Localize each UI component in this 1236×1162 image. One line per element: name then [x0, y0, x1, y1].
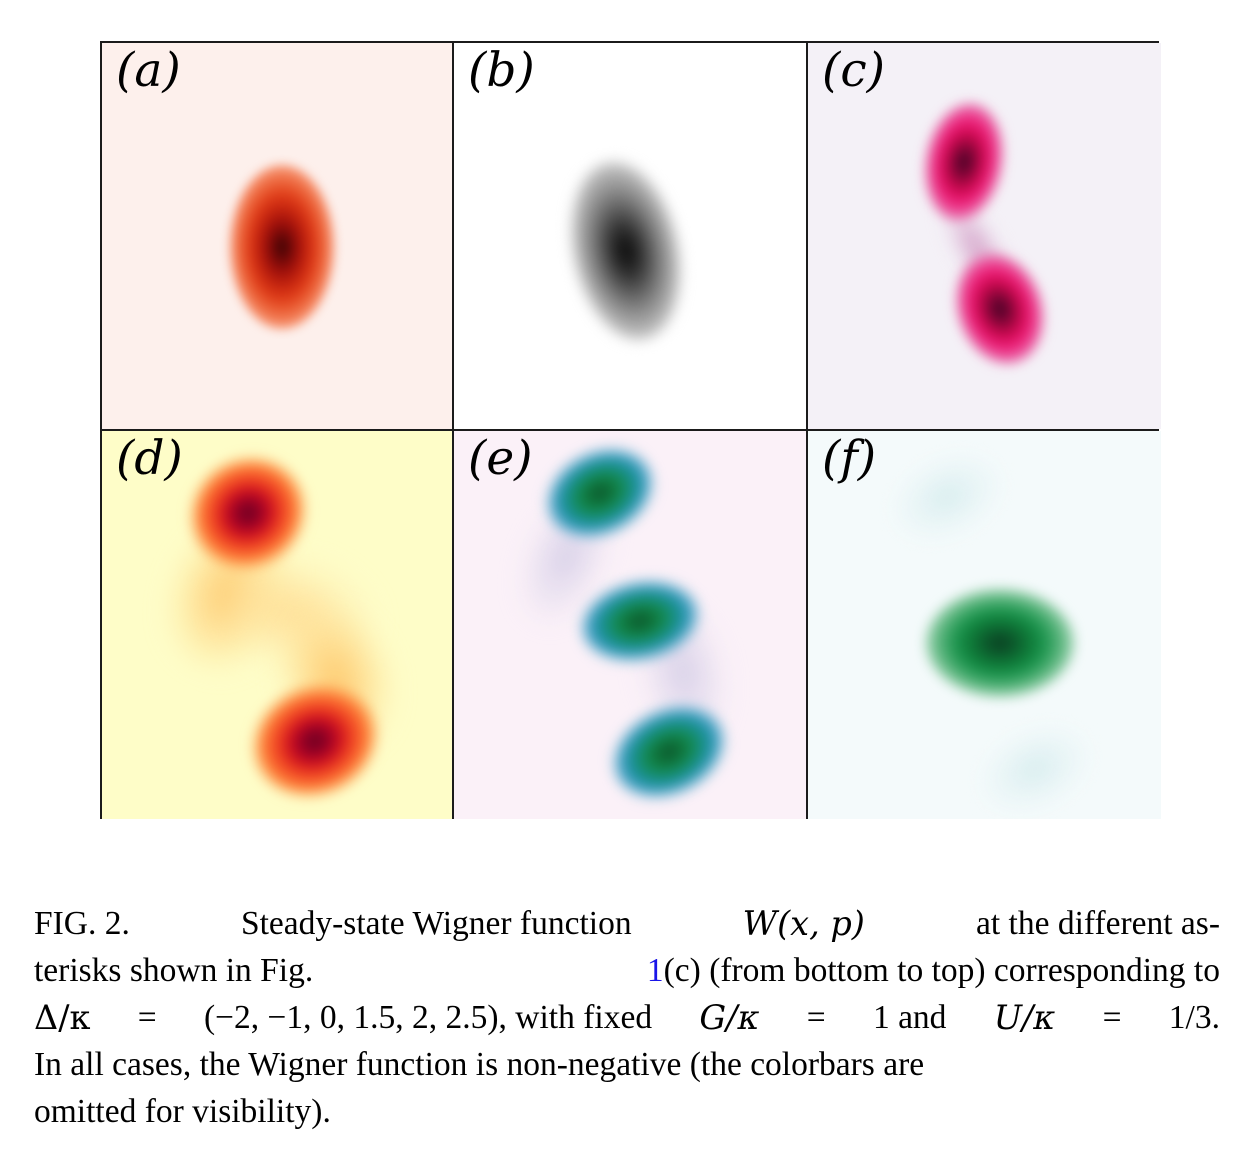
wigner-ridge-lower: [266, 597, 406, 761]
wigner-lobe-middle: [575, 571, 705, 671]
caption-text-3c: 1/3.: [1168, 999, 1220, 1036]
panel-label-d: (d): [116, 431, 183, 486]
caption-line-3: Δ/κ = (−2, −1, 0, 1.5, 2, 2.5), with fix…: [34, 994, 1220, 1041]
wigner-link-lower: [625, 589, 741, 755]
wigner-lobe-bottom: [599, 690, 739, 814]
figure-panel-grid: (a) (b) (c) (d) (e) (f): [100, 41, 1161, 819]
wigner-ridge-middle: [210, 542, 384, 688]
caption-figure-id: FIG. 2.: [34, 905, 130, 942]
panel-f: (f): [808, 431, 1161, 819]
panel-label-e: (e): [468, 431, 533, 486]
wigner-lobe: [926, 589, 1074, 697]
caption-math-wigner: W(x, p): [742, 904, 865, 943]
caption-text-1b: at the different as-: [975, 905, 1220, 942]
caption-line-1: FIG. 2. Steady-state Wigner function W(x…: [34, 900, 1220, 947]
caption-line-4: In all cases, the Wigner function is non…: [34, 1046, 925, 1083]
caption-text-3a: (−2, −1, 0, 1.5, 2, 2.5), with fixed: [203, 999, 653, 1036]
panel-label-a: (a): [116, 43, 181, 98]
caption-math-kerr: U/κ: [993, 998, 1056, 1037]
wigner-lobe-bottom: [942, 242, 1058, 376]
wigner-lobe-bottom: [238, 668, 392, 814]
caption-text-2a: terisks shown in Fig.: [34, 952, 314, 989]
panel-e: (e): [454, 431, 806, 819]
panel-label-c: (c): [822, 43, 885, 98]
wigner-lobe: [230, 165, 334, 329]
caption-text-3b: 1 and: [872, 999, 947, 1036]
wigner-lobe-top: [916, 97, 1012, 227]
wigner-lobe-top: [172, 439, 324, 587]
wigner-bridge: [931, 189, 1023, 307]
wigner-ghost-lobe-top: [876, 435, 1018, 559]
caption-figure-reference: 1(c) (from bottom to top) corresponding …: [647, 947, 1220, 994]
figure-caption: FIG. 2. Steady-state Wigner function W(x…: [34, 900, 1220, 1135]
caption-math-gain: G/κ: [699, 998, 760, 1037]
caption-line-2: terisks shown in Fig. 1(c) (from bottom …: [34, 947, 1220, 994]
panel-b: (b): [454, 43, 806, 429]
caption-line-5: omitted for visibility).: [34, 1093, 331, 1130]
wigner-lobe: [556, 152, 696, 350]
panel-a: (a): [102, 43, 452, 429]
caption-text-2b: (c) (from bottom to top) corresponding t…: [663, 952, 1220, 989]
caption-text-1a: Steady-state Wigner function: [240, 905, 632, 942]
panel-label-f: (f): [822, 431, 877, 486]
wigner-lobe-top: [533, 433, 667, 553]
caption-eq-3: =: [1102, 999, 1122, 1036]
panel-label-b: (b): [468, 43, 535, 98]
panel-c: (c): [808, 43, 1161, 429]
wigner-link-upper: [500, 476, 632, 638]
panel-d: (d): [102, 431, 452, 819]
caption-eq-2: =: [806, 999, 826, 1036]
caption-math-detuning: Δ/κ: [34, 998, 91, 1037]
figure-1-link[interactable]: 1: [646, 952, 664, 989]
wigner-ghost-lobe-bottom: [964, 707, 1106, 819]
wigner-ridge-upper: [149, 503, 309, 685]
caption-eq-1: =: [137, 999, 157, 1036]
